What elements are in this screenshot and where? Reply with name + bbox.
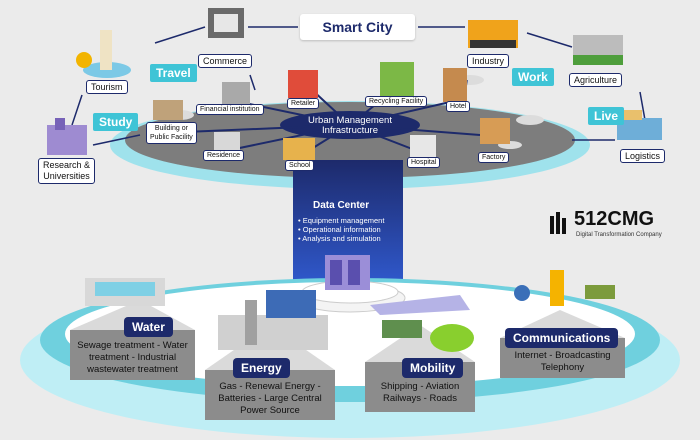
platform-residence: Residence	[203, 150, 245, 161]
sector-mobility-title: Mobility	[402, 358, 464, 378]
building-line-2: Public Facility	[150, 134, 193, 141]
bottom-platform	[65, 282, 635, 386]
node-commerce: Commerce	[198, 54, 253, 68]
platform-hotel: Hotel	[446, 101, 471, 112]
research-line-2: Universities	[43, 171, 90, 181]
sector-communications-desc: Internet - Broadcasting Telephony	[514, 350, 611, 373]
dc-item-2: • Operational information	[298, 225, 381, 234]
sector-mobility-desc: Shipping - Aviation Railways - Roads	[380, 381, 460, 404]
title-banner: Smart City	[300, 14, 415, 40]
server-illustration	[325, 255, 370, 290]
building-line-1: Building or	[154, 125, 188, 132]
platform-financial: Financial institution	[196, 104, 264, 115]
node-research: Research & Universities	[38, 158, 96, 184]
platform-factory: Factory	[478, 152, 510, 163]
dc-item-1: • Equipment management	[298, 216, 385, 225]
brand-logo	[548, 210, 570, 236]
logo-mark-icon	[550, 212, 566, 234]
tag-work: Work	[512, 68, 554, 86]
data-center-list: • Equipment management • Operational inf…	[298, 216, 384, 243]
mobility-illustration	[370, 295, 474, 352]
sector-energy-title: Energy	[233, 358, 290, 378]
platform-recycling: Recycling Facility	[365, 96, 428, 107]
platform-retailer: Retailer	[287, 98, 320, 109]
node-tourism: Tourism	[86, 80, 128, 94]
tag-live: Live	[588, 107, 625, 125]
tag-study: Study	[93, 113, 139, 131]
sector-communications-title: Communications	[505, 328, 619, 348]
platform-spokes	[184, 84, 481, 157]
tag-travel: Travel	[150, 64, 197, 82]
center-title-line-2: Infrastructure	[322, 125, 378, 136]
commerce-illustration	[208, 8, 244, 38]
water-illustration	[85, 278, 165, 306]
brand-name: 512CMG	[574, 208, 655, 230]
brand-tagline: Digital Transformation Company	[576, 232, 662, 238]
sector-water-title: Water	[124, 317, 173, 337]
research-illustration	[47, 118, 87, 155]
sector-energy-desc: Gas - Renewal Energy - Batteries - Large…	[218, 381, 322, 416]
industry-illustration	[468, 20, 518, 48]
communications-illustration	[514, 270, 615, 306]
dc-item-3: • Analysis and simulation	[298, 234, 381, 243]
node-industry: Industry	[467, 54, 510, 68]
platform-school: School	[285, 160, 315, 171]
agriculture-illustration	[573, 35, 623, 65]
energy-illustration	[218, 290, 328, 350]
logistics-illustration	[617, 110, 662, 140]
page-title: Smart City	[322, 19, 393, 35]
platform-building: Building or Public Facility	[146, 122, 197, 144]
node-logistics: Logistics	[620, 149, 666, 163]
platform-hospital: Hospital	[407, 157, 441, 168]
research-line-1: Research &	[43, 160, 91, 170]
platform-center-title: Urban Management Infrastructure	[290, 116, 410, 136]
data-center-title: Data Center	[313, 200, 370, 211]
sector-water-desc: Sewage treatment - Water treatment - Ind…	[77, 340, 188, 375]
node-agriculture: Agriculture	[569, 73, 623, 87]
tourism-illustration	[76, 30, 131, 78]
center-title-line-1: Urban Management	[308, 115, 392, 126]
